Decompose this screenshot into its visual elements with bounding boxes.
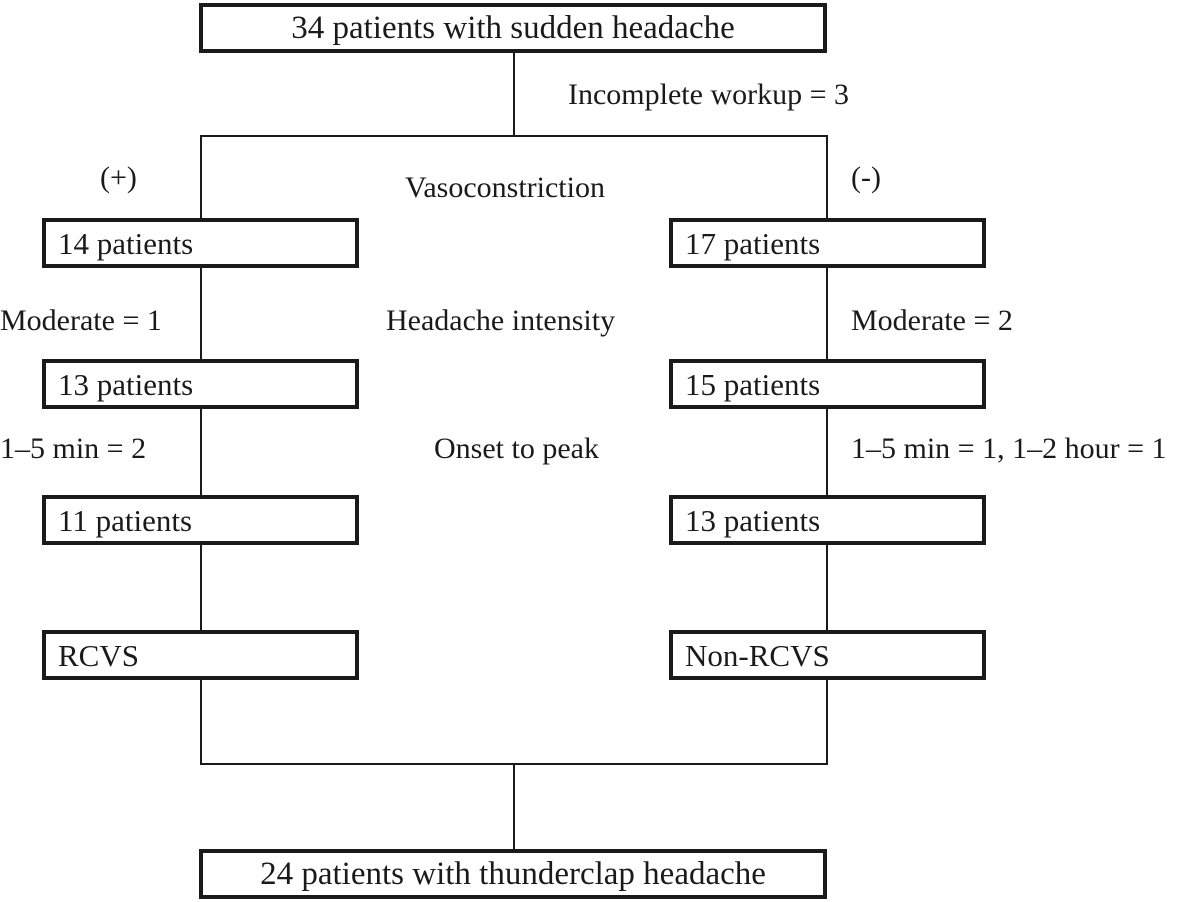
label-right-exclusion-onset: 1–5 min = 1, 1–2 hour = 1: [851, 432, 1167, 465]
connector-left-spine-1: [200, 135, 202, 219]
node-left-13-patients-label: 13 patients: [58, 366, 194, 402]
connector-left-spine-2: [200, 267, 202, 360]
label-criterion-onset-to-peak: Onset to peak: [434, 432, 599, 465]
node-right-13-patients: 13 patients: [669, 495, 986, 545]
connector-split-bar: [200, 135, 828, 137]
connector-right-spine-1: [826, 135, 828, 219]
label-left-exclusion-onset: 1–5 min = 2: [0, 432, 147, 465]
label-vasoconstriction-positive: (+): [100, 161, 137, 194]
connector-left-spine-4: [200, 544, 202, 631]
label-criterion-vasoconstriction: Vasoconstriction: [405, 171, 605, 204]
connector-right-spine-2: [826, 267, 828, 360]
connector-bottom-stem: [513, 763, 515, 849]
node-right-15-patients: 15 patients: [669, 359, 986, 409]
label-left-exclusion-moderate: Moderate = 1: [0, 304, 162, 337]
node-right-13-patients-label: 13 patients: [685, 502, 821, 538]
node-right-17-patients-label: 17 patients: [685, 225, 821, 261]
node-left-14-patients-label: 14 patients: [58, 225, 194, 261]
label-incomplete-workup: Incomplete workup = 3: [568, 78, 850, 111]
node-top-cohort-label: 34 patients with sudden headache: [291, 9, 735, 46]
connector-left-spine-5: [200, 679, 202, 765]
node-right-non-rcvs-label: Non-RCVS: [685, 637, 830, 673]
connector-left-spine-3: [200, 408, 202, 496]
node-right-non-rcvs: Non-RCVS: [669, 630, 986, 680]
node-top-cohort: 34 patients with sudden headache: [199, 3, 827, 53]
node-left-11-patients-label: 11 patients: [58, 502, 193, 538]
node-right-17-patients: 17 patients: [669, 218, 986, 268]
node-left-14-patients: 14 patients: [42, 218, 359, 268]
connector-right-spine-3: [826, 408, 828, 496]
node-right-15-patients-label: 15 patients: [685, 366, 821, 402]
label-criterion-headache-intensity: Headache intensity: [386, 304, 616, 337]
connector-top-stem: [513, 53, 515, 136]
node-left-11-patients: 11 patients: [42, 495, 359, 545]
node-bottom-cohort-label: 24 patients with thunderclap headache: [260, 855, 766, 892]
node-left-rcvs: RCVS: [42, 630, 359, 680]
label-vasoconstriction-negative: (-): [851, 161, 881, 194]
node-left-13-patients: 13 patients: [42, 359, 359, 409]
node-left-rcvs-label: RCVS: [58, 637, 139, 673]
connector-right-spine-4: [826, 544, 828, 631]
connector-right-spine-5: [826, 679, 828, 765]
label-right-exclusion-moderate: Moderate = 2: [851, 304, 1013, 337]
node-bottom-cohort: 24 patients with thunderclap headache: [199, 849, 827, 899]
